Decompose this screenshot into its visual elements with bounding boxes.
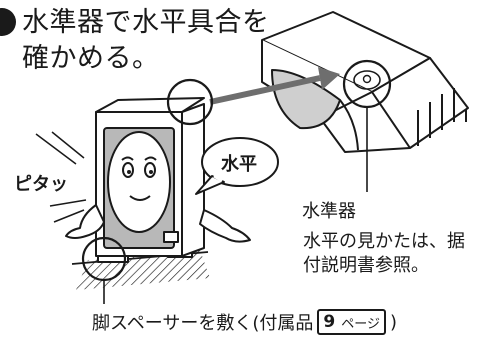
- caption-main: 脚スペーサーを敷く(付属品: [92, 313, 314, 334]
- speech-bubble-shape: [195, 137, 279, 195]
- caption-text: 脚スペーサーを敷く(付属品 9 ページ ): [92, 309, 397, 335]
- arrow-icon: [209, 67, 340, 105]
- page-reference-word: ページ: [341, 316, 380, 332]
- step-number-icon: [0, 8, 16, 36]
- character-drawing: [65, 78, 251, 290]
- impact-lines-icon: [35, 131, 87, 223]
- caption-close: ): [390, 311, 398, 333]
- sound-effect-text: ピタッ: [14, 174, 68, 195]
- step-title-line2: 確かめる。: [22, 43, 160, 74]
- level-name-label: 水準器: [302, 201, 356, 222]
- speech-bubble-text: 水平: [221, 154, 257, 175]
- level-note-text: 水平の見かたは、据付説明書参照。: [303, 231, 465, 276]
- step-title-line1: 水準器で水平具合を: [22, 7, 270, 38]
- page-reference-number: 9: [323, 312, 336, 332]
- page-reference-badge: 9 ページ: [317, 309, 386, 335]
